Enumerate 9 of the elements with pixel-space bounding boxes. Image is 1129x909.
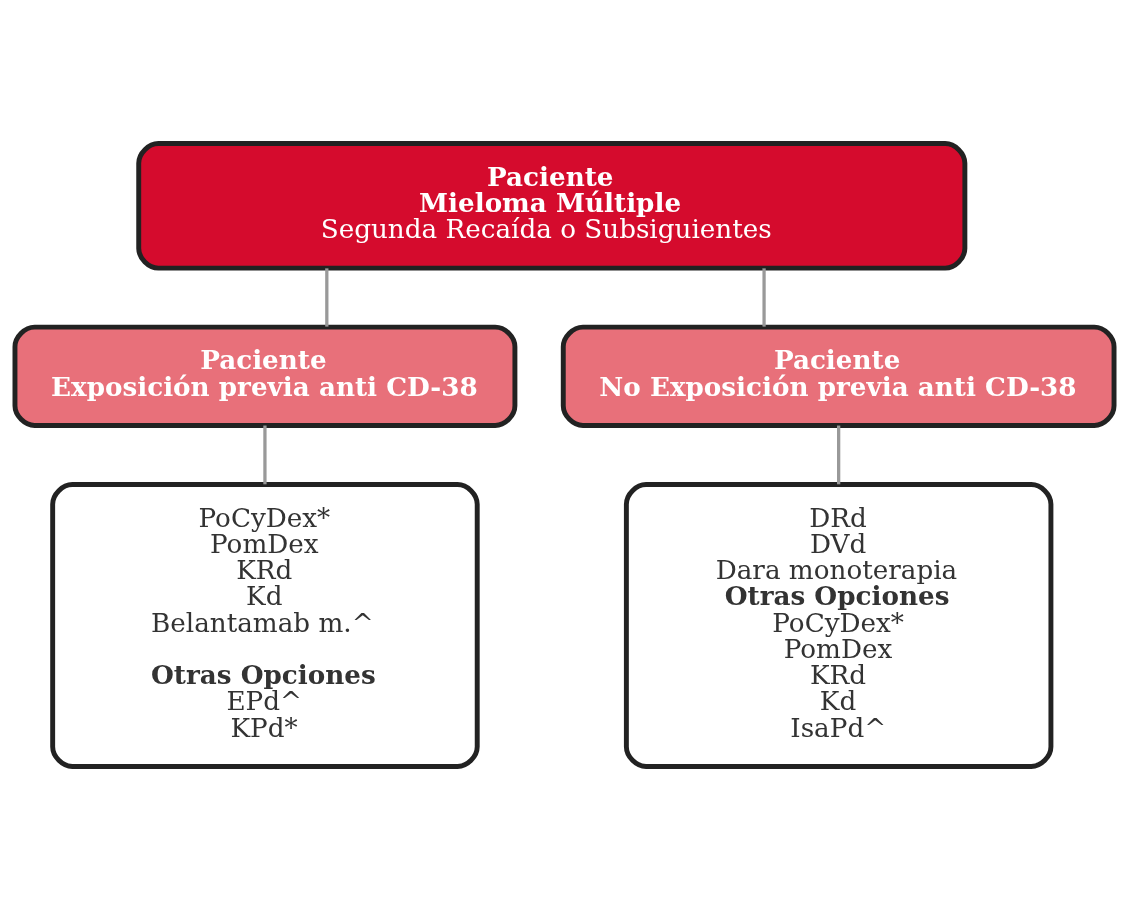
- node-box: Paciente Mieloma Múltiple Segunda Recaída o Subsiguientes: [136, 140, 968, 271]
- node-box: Paciente No Exposición previa anti CD-38: [560, 324, 1117, 428]
- connector: [837, 425, 841, 484]
- connector: [263, 425, 267, 484]
- node-box: DRd DVd Dara monoterapia Otras Opciones PoCyDex* PomDex KRd Kd IsaPd^: [623, 481, 1054, 769]
- connector: [325, 267, 329, 327]
- connector: [762, 267, 766, 327]
- node-box: Paciente Exposición previa anti CD-38: [12, 324, 518, 428]
- node-box: PoCyDex* PomDex KRd Kd Belantamab m.^ Otras Opciones EPd^ KPd*: [50, 481, 480, 769]
